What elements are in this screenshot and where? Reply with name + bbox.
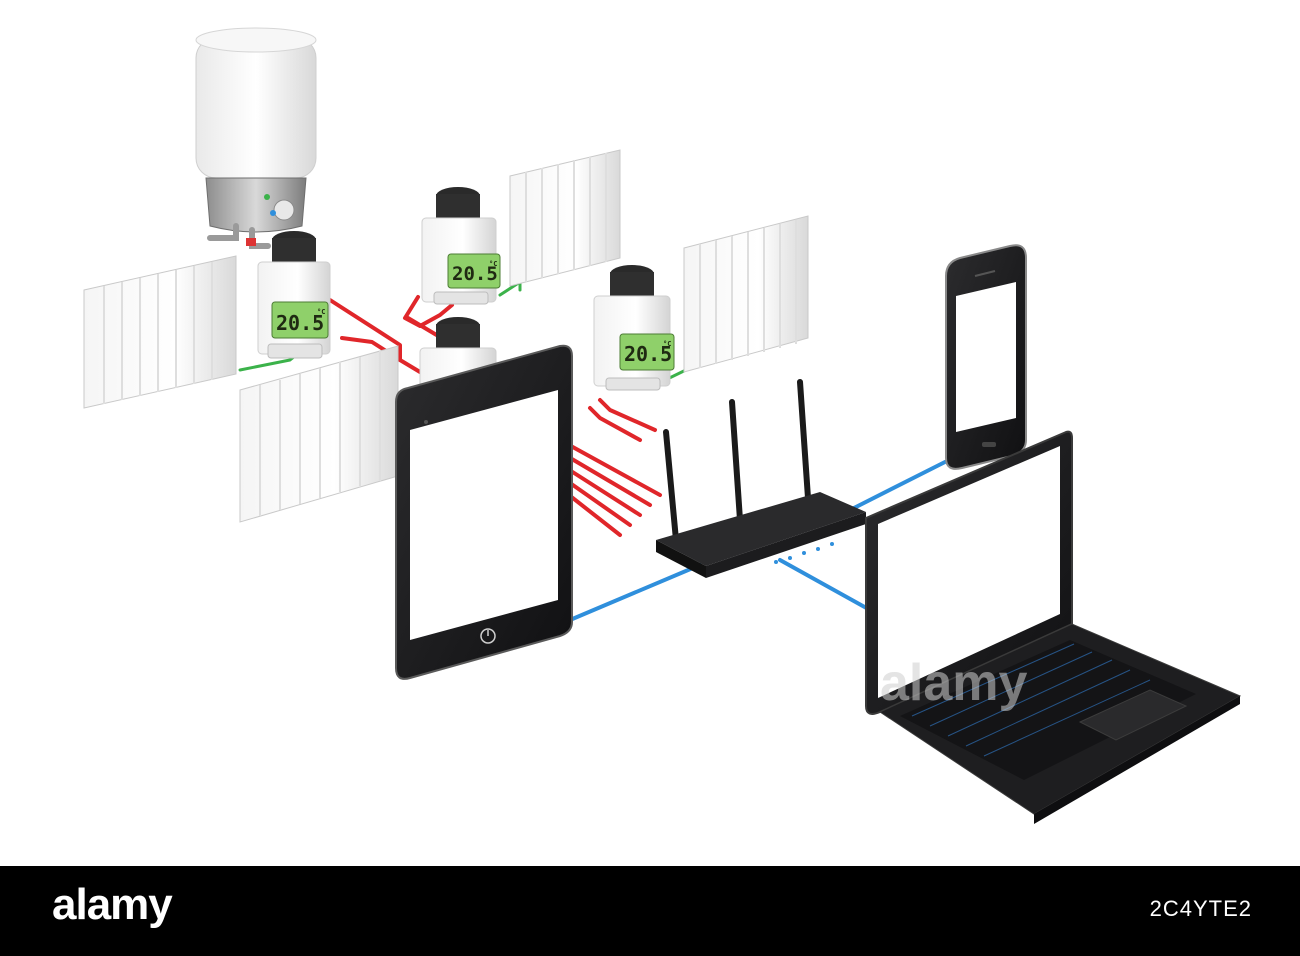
- radiator-front-left: [239, 345, 399, 523]
- stock-footer-bar: alamy 2C4YTE2: [0, 866, 1300, 956]
- water-heater: [195, 27, 317, 249]
- phone-screen: [956, 282, 1016, 432]
- thermostat-right: 20.5 °C: [593, 265, 675, 391]
- thermostat-back-display: 20.5: [452, 263, 498, 285]
- thermostat-right-display: 20.5: [624, 342, 672, 366]
- wifi-router: [656, 379, 866, 578]
- tablet: [395, 344, 573, 680]
- power-icon: [480, 628, 496, 644]
- router-antennas: [663, 379, 811, 543]
- tablet-screen: [410, 390, 558, 640]
- thermostat-back: 20.5 °C: [421, 187, 501, 305]
- thermostat-right-unit: °C: [663, 340, 671, 348]
- network-links: [568, 460, 947, 622]
- radiator-back: [509, 149, 621, 287]
- laptop-touchpad: [1078, 689, 1188, 741]
- alamy-logo: alamy: [52, 880, 173, 929]
- radiator-right: [683, 215, 809, 373]
- smartphone: [945, 244, 1027, 470]
- laptop-keyboard: [900, 640, 1196, 780]
- scene-illustration: 20.5 °C 20.5 °C 20.5 °C: [83, 27, 1242, 824]
- radiator-left: [83, 255, 237, 409]
- image-id: 2C4YTE2: [1149, 896, 1252, 921]
- thermostat-left-unit: °C: [317, 308, 325, 316]
- router-leds: [774, 542, 834, 564]
- watermark: alamy: [880, 654, 1028, 712]
- home-button-icon: [982, 442, 996, 447]
- thermostat-back-unit: °C: [489, 260, 497, 268]
- thermostat-left: 20.5 °C: [257, 231, 331, 359]
- thermostat-left-display: 20.5: [276, 311, 324, 335]
- laptop: [865, 430, 1242, 824]
- laptop-screen: [878, 446, 1060, 698]
